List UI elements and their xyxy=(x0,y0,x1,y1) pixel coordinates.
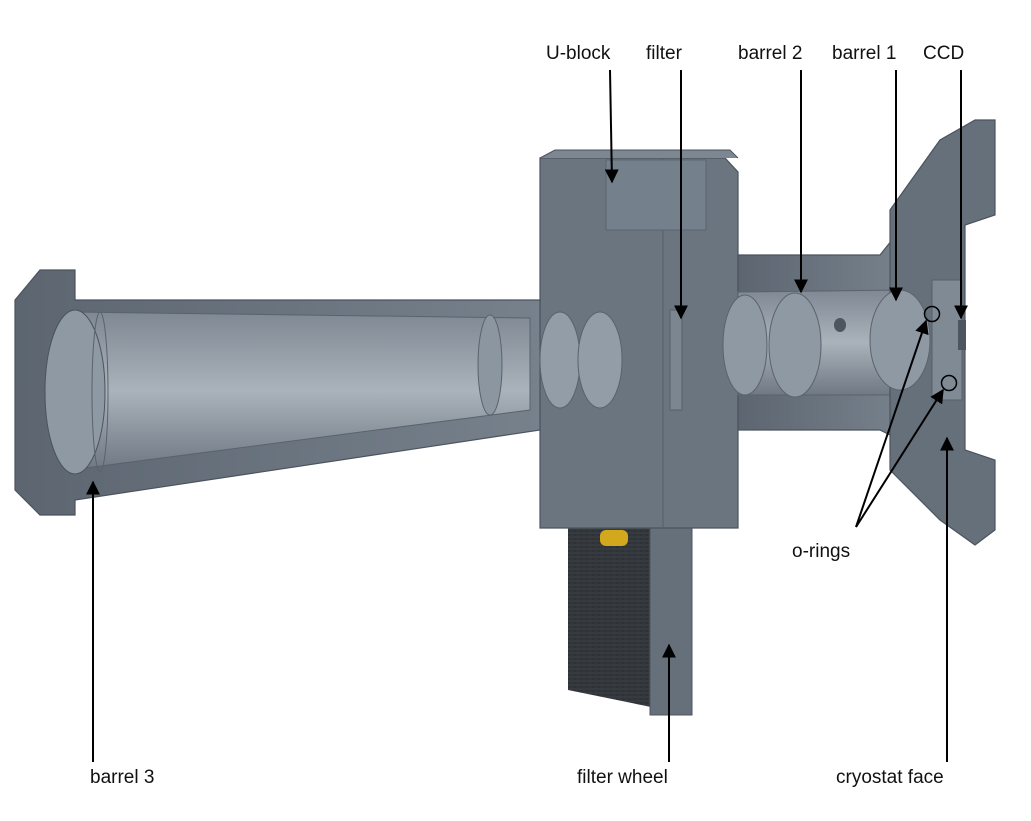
o-ring-arrow-1 xyxy=(855,319,929,528)
leader-lines xyxy=(86,69,968,762)
label-u-block: U-block xyxy=(546,43,611,64)
barrel-3 xyxy=(14,269,541,516)
o-ring-arrow-2 xyxy=(855,388,944,528)
gold-pin xyxy=(600,530,628,546)
label-o-rings: o-rings xyxy=(792,541,851,562)
ublock-arrow xyxy=(604,69,619,184)
ccd-chip xyxy=(958,320,966,350)
label-barrel-1: barrel 1 xyxy=(832,43,897,64)
o-ring-top xyxy=(923,305,941,323)
label-filter: filter xyxy=(646,43,682,64)
label-cryostat-face: cryostat face xyxy=(836,767,944,788)
u-block xyxy=(539,149,739,529)
label-filter-wheel: filter wheel xyxy=(577,767,668,788)
label-barrel-2: barrel 2 xyxy=(738,43,803,64)
lens-stack xyxy=(539,309,683,411)
label-barrel-3: barrel 3 xyxy=(90,767,155,788)
cryostat-face xyxy=(869,119,996,546)
label-ccd: CCD xyxy=(923,43,965,64)
o-ring-bottom xyxy=(940,374,958,392)
